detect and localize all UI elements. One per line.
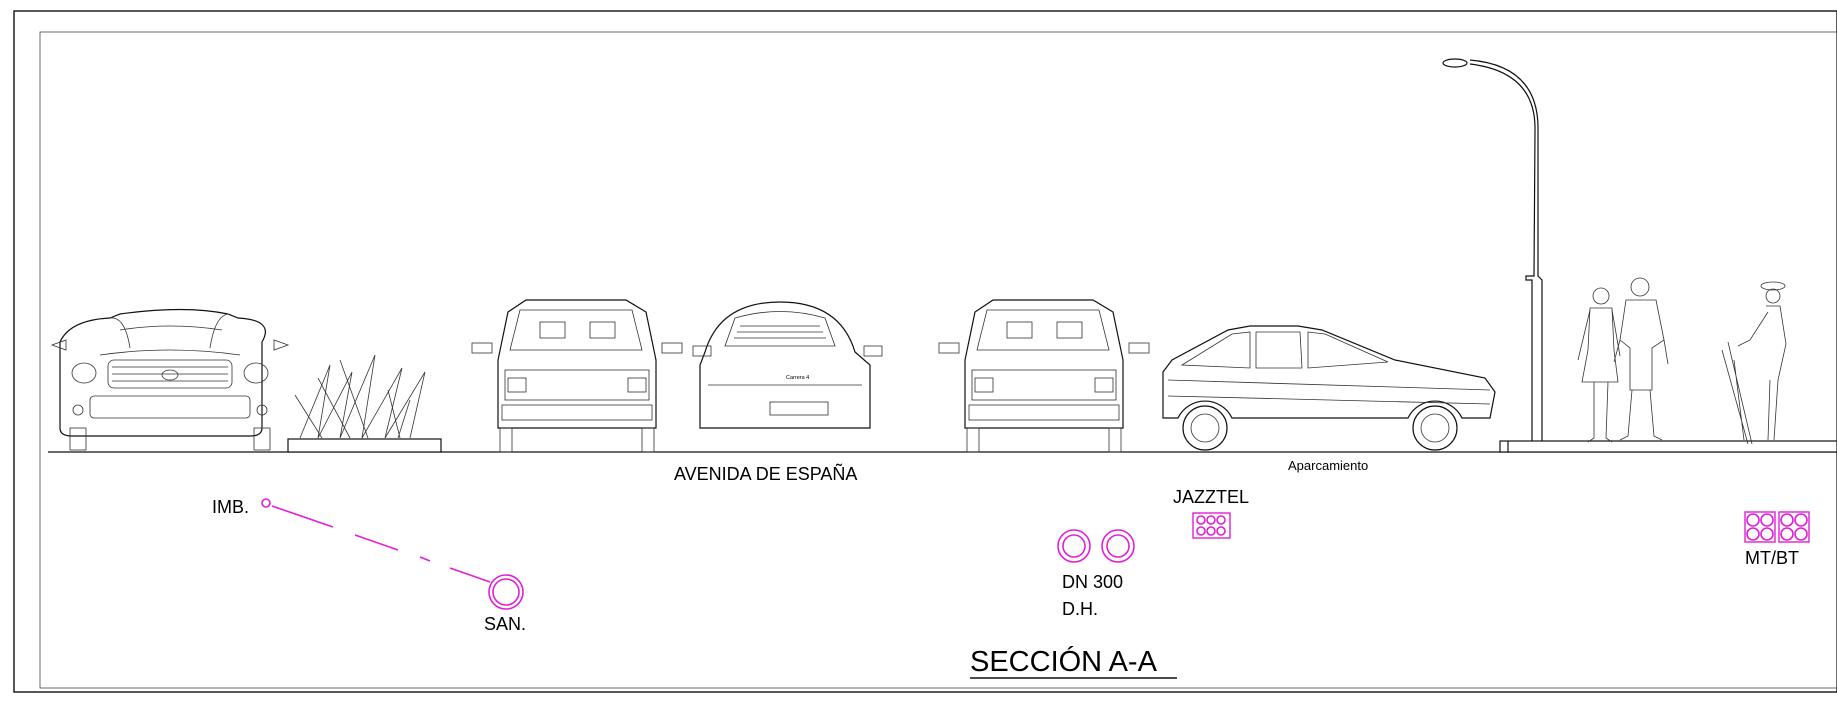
pedestrian-couple-icon [1577,277,1669,443]
sidewalk-curb [1499,440,1837,453]
car-badge-text: Carrera 4 [786,375,809,381]
planter-icon [287,354,442,453]
water-diameter-label: DN 300 [1062,572,1123,592]
storm-drain-label: IMB. [212,497,249,517]
outer-frame [13,10,1837,693]
fiber-duct-icon [1192,512,1231,539]
water-type-label: D.H. [1062,599,1098,619]
pedestrian-umbrella-icon [1721,281,1787,445]
car-rear-icon: Carrera 4 [692,301,883,429]
street-name-label: AVENIDA DE ESPAÑA [674,463,857,484]
streetlight-icon [1442,58,1543,441]
water-pipes-icon [1057,529,1135,563]
sewer-label: SAN. [484,614,526,634]
sewer-pipe-icon [488,574,524,610]
car-front-icon [50,308,290,451]
storm-drain-connection [261,498,491,583]
car-side-icon [1162,325,1496,451]
fiber-operator-label: JAZZTEL [1173,487,1249,507]
section-title: SECCIÓN A-A [970,645,1158,678]
parking-label: Aparcamiento [1288,458,1368,473]
car-rear-icon [471,299,683,453]
electric-duct-icon [1744,511,1810,543]
inner-frame [39,31,1837,689]
electric-label: MT/BT [1745,548,1799,568]
car-rear-icon [938,299,1150,453]
